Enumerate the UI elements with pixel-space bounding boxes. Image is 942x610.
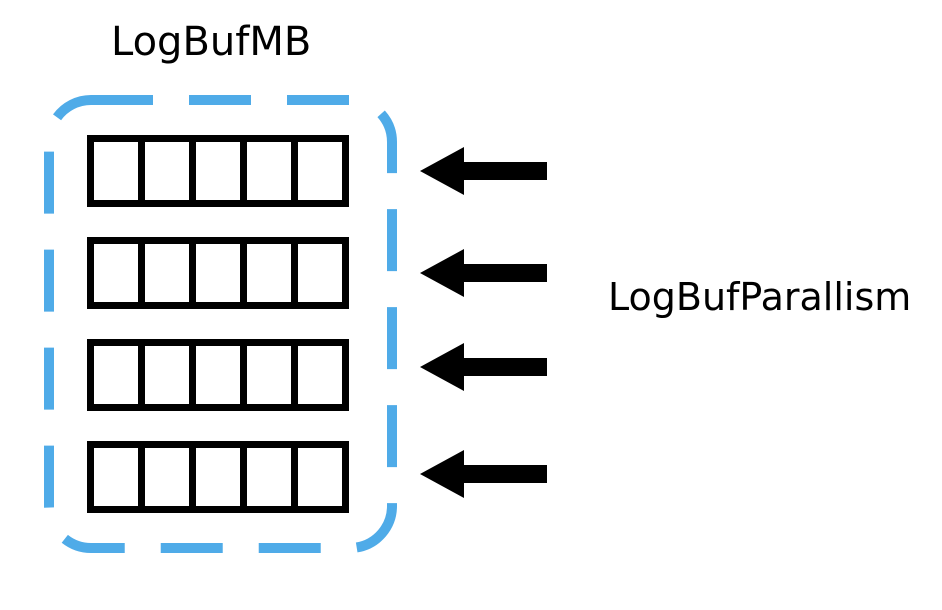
dashed-border-icon bbox=[44, 95, 397, 553]
buffer-cell bbox=[298, 448, 342, 506]
buffer-row bbox=[87, 237, 349, 309]
buffer-cell bbox=[196, 142, 247, 200]
buffer-row bbox=[87, 441, 349, 513]
buffer-cell bbox=[145, 142, 196, 200]
buffer-cell bbox=[94, 448, 145, 506]
buffer-cell bbox=[247, 448, 298, 506]
buffer-row bbox=[87, 339, 349, 411]
buffer-cell bbox=[247, 346, 298, 404]
buffer-cell bbox=[298, 244, 342, 302]
buffer-cell bbox=[247, 142, 298, 200]
buffer-cell bbox=[196, 346, 247, 404]
buffer-cell bbox=[196, 244, 247, 302]
buffer-cell bbox=[145, 448, 196, 506]
left-arrow-icon bbox=[420, 249, 547, 297]
buffer-cell bbox=[247, 244, 298, 302]
buffer-cell bbox=[298, 142, 342, 200]
buffer-cell bbox=[145, 244, 196, 302]
left-arrow-icon bbox=[420, 343, 547, 391]
buffer-cell bbox=[145, 346, 196, 404]
left-arrow-icon bbox=[420, 450, 547, 498]
logbufmb-container bbox=[44, 95, 397, 553]
logbufmb-title-label: LogBufMB bbox=[111, 19, 312, 65]
logbufparallism-label: LogBufParallism bbox=[608, 275, 912, 319]
buffer-cell bbox=[94, 142, 145, 200]
buffer-cell bbox=[94, 346, 145, 404]
buffer-cell bbox=[298, 346, 342, 404]
buffer-cell bbox=[196, 448, 247, 506]
left-arrow-icon bbox=[420, 147, 547, 195]
buffer-cell bbox=[94, 244, 145, 302]
buffer-row bbox=[87, 135, 349, 207]
